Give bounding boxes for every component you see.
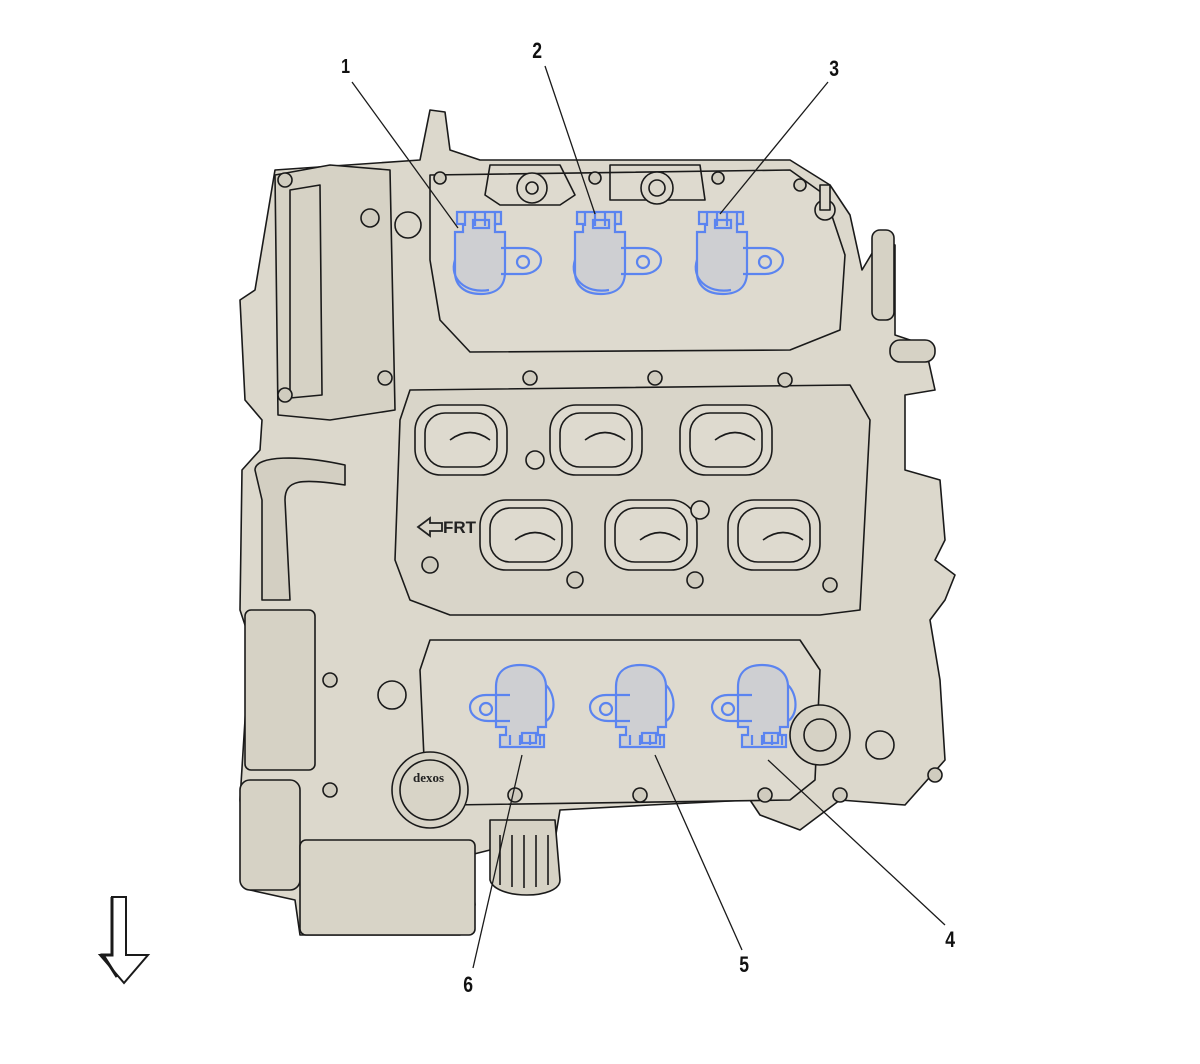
callout-1: 1	[341, 56, 351, 78]
front-direction-marker: FRT	[416, 516, 477, 538]
callout-4: 4	[945, 927, 956, 952]
callout-3: 3	[829, 56, 840, 81]
callout-6: 6	[463, 972, 474, 997]
timing-cover	[274, 164, 396, 421]
coolant-hose	[254, 457, 346, 601]
callout-5: 5	[739, 952, 750, 977]
leader-lines	[351, 65, 946, 969]
oil-cap-text: dexos	[413, 770, 444, 785]
down-arrow-icon	[97, 896, 151, 985]
frt-label: FRT	[443, 518, 477, 537]
callout-2: 2	[532, 38, 543, 63]
oil-fill-cap	[391, 751, 469, 829]
